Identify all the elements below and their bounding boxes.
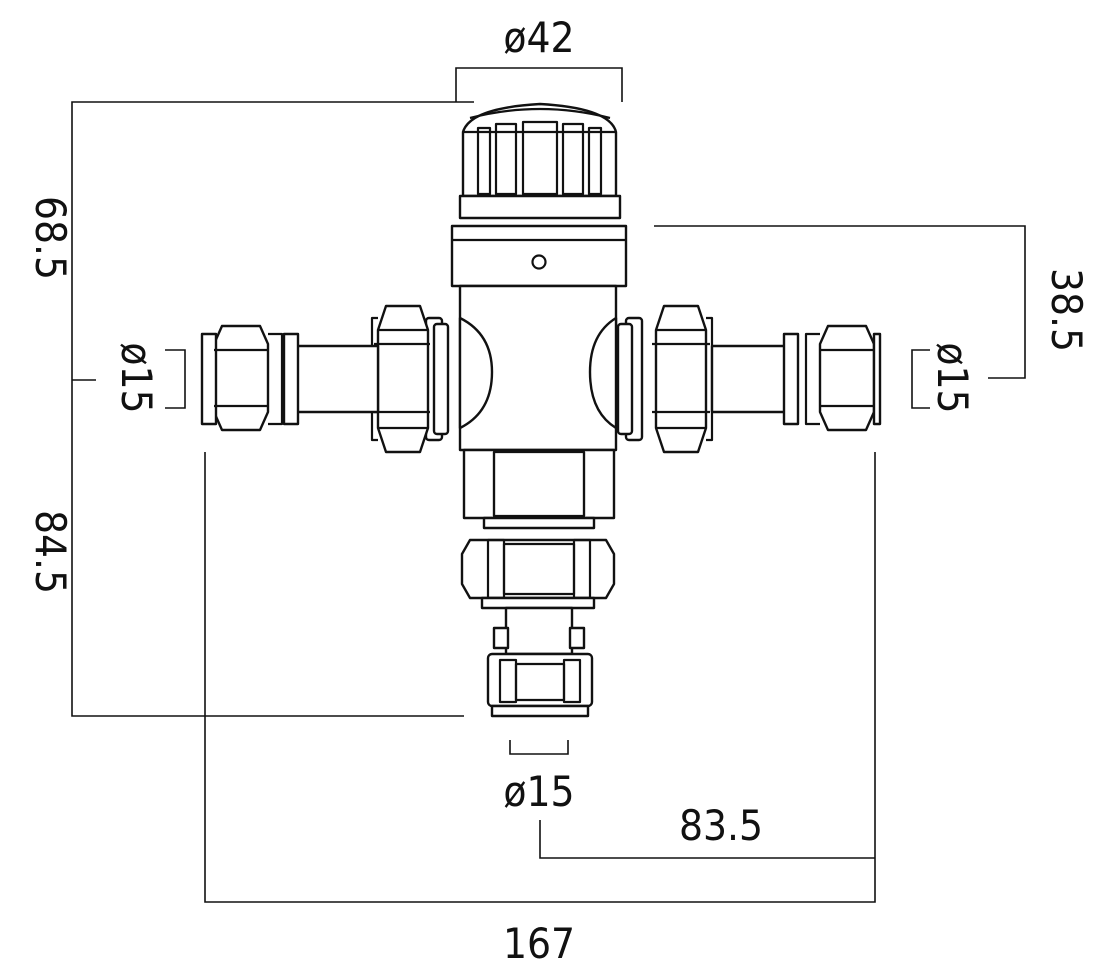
valve-body bbox=[200, 102, 882, 718]
right-pipe bbox=[710, 332, 800, 426]
right-dome bbox=[588, 316, 618, 430]
right-inner-nut bbox=[652, 304, 714, 454]
lower-pipe bbox=[492, 606, 586, 656]
dim-line-top-diameter bbox=[455, 67, 623, 102]
collar bbox=[450, 224, 628, 288]
label-right-offset: 38.5 bbox=[1042, 268, 1091, 352]
dim-bracket-bottom-outlet bbox=[509, 740, 569, 755]
lower-nut bbox=[460, 538, 616, 610]
bottom-nut bbox=[486, 652, 594, 718]
label-height-upper: 68.5 bbox=[26, 196, 75, 280]
label-height-lower: 84.5 bbox=[26, 510, 75, 594]
label-bottom-outlet: ø15 bbox=[503, 767, 574, 816]
label-total-width: 167 bbox=[503, 919, 575, 968]
label-half-width: 83.5 bbox=[679, 801, 763, 850]
dim-line-right-offset bbox=[654, 225, 1026, 379]
left-pipe bbox=[282, 332, 380, 426]
dim-bracket-left-inlet bbox=[165, 349, 186, 409]
dimension-lines bbox=[71, 67, 1026, 903]
right-outer-nut bbox=[804, 324, 882, 432]
left-dome bbox=[458, 316, 494, 430]
dim-bracket-right-inlet bbox=[911, 349, 930, 409]
left-rings bbox=[424, 316, 450, 442]
label-top-diameter: ø42 bbox=[503, 13, 574, 62]
lower-body bbox=[462, 448, 616, 530]
dim-line-total-height bbox=[71, 101, 474, 717]
label-left-inlet: ø15 bbox=[112, 342, 161, 413]
left-inner-nut bbox=[370, 304, 430, 454]
label-right-inlet: ø15 bbox=[928, 342, 977, 413]
left-outer-nut bbox=[200, 324, 284, 432]
right-rings bbox=[616, 316, 644, 442]
dim-line-half-width bbox=[539, 820, 875, 859]
top-cap bbox=[458, 102, 622, 220]
dim-line-total-width bbox=[204, 452, 876, 903]
indicator-dot bbox=[531, 254, 547, 270]
